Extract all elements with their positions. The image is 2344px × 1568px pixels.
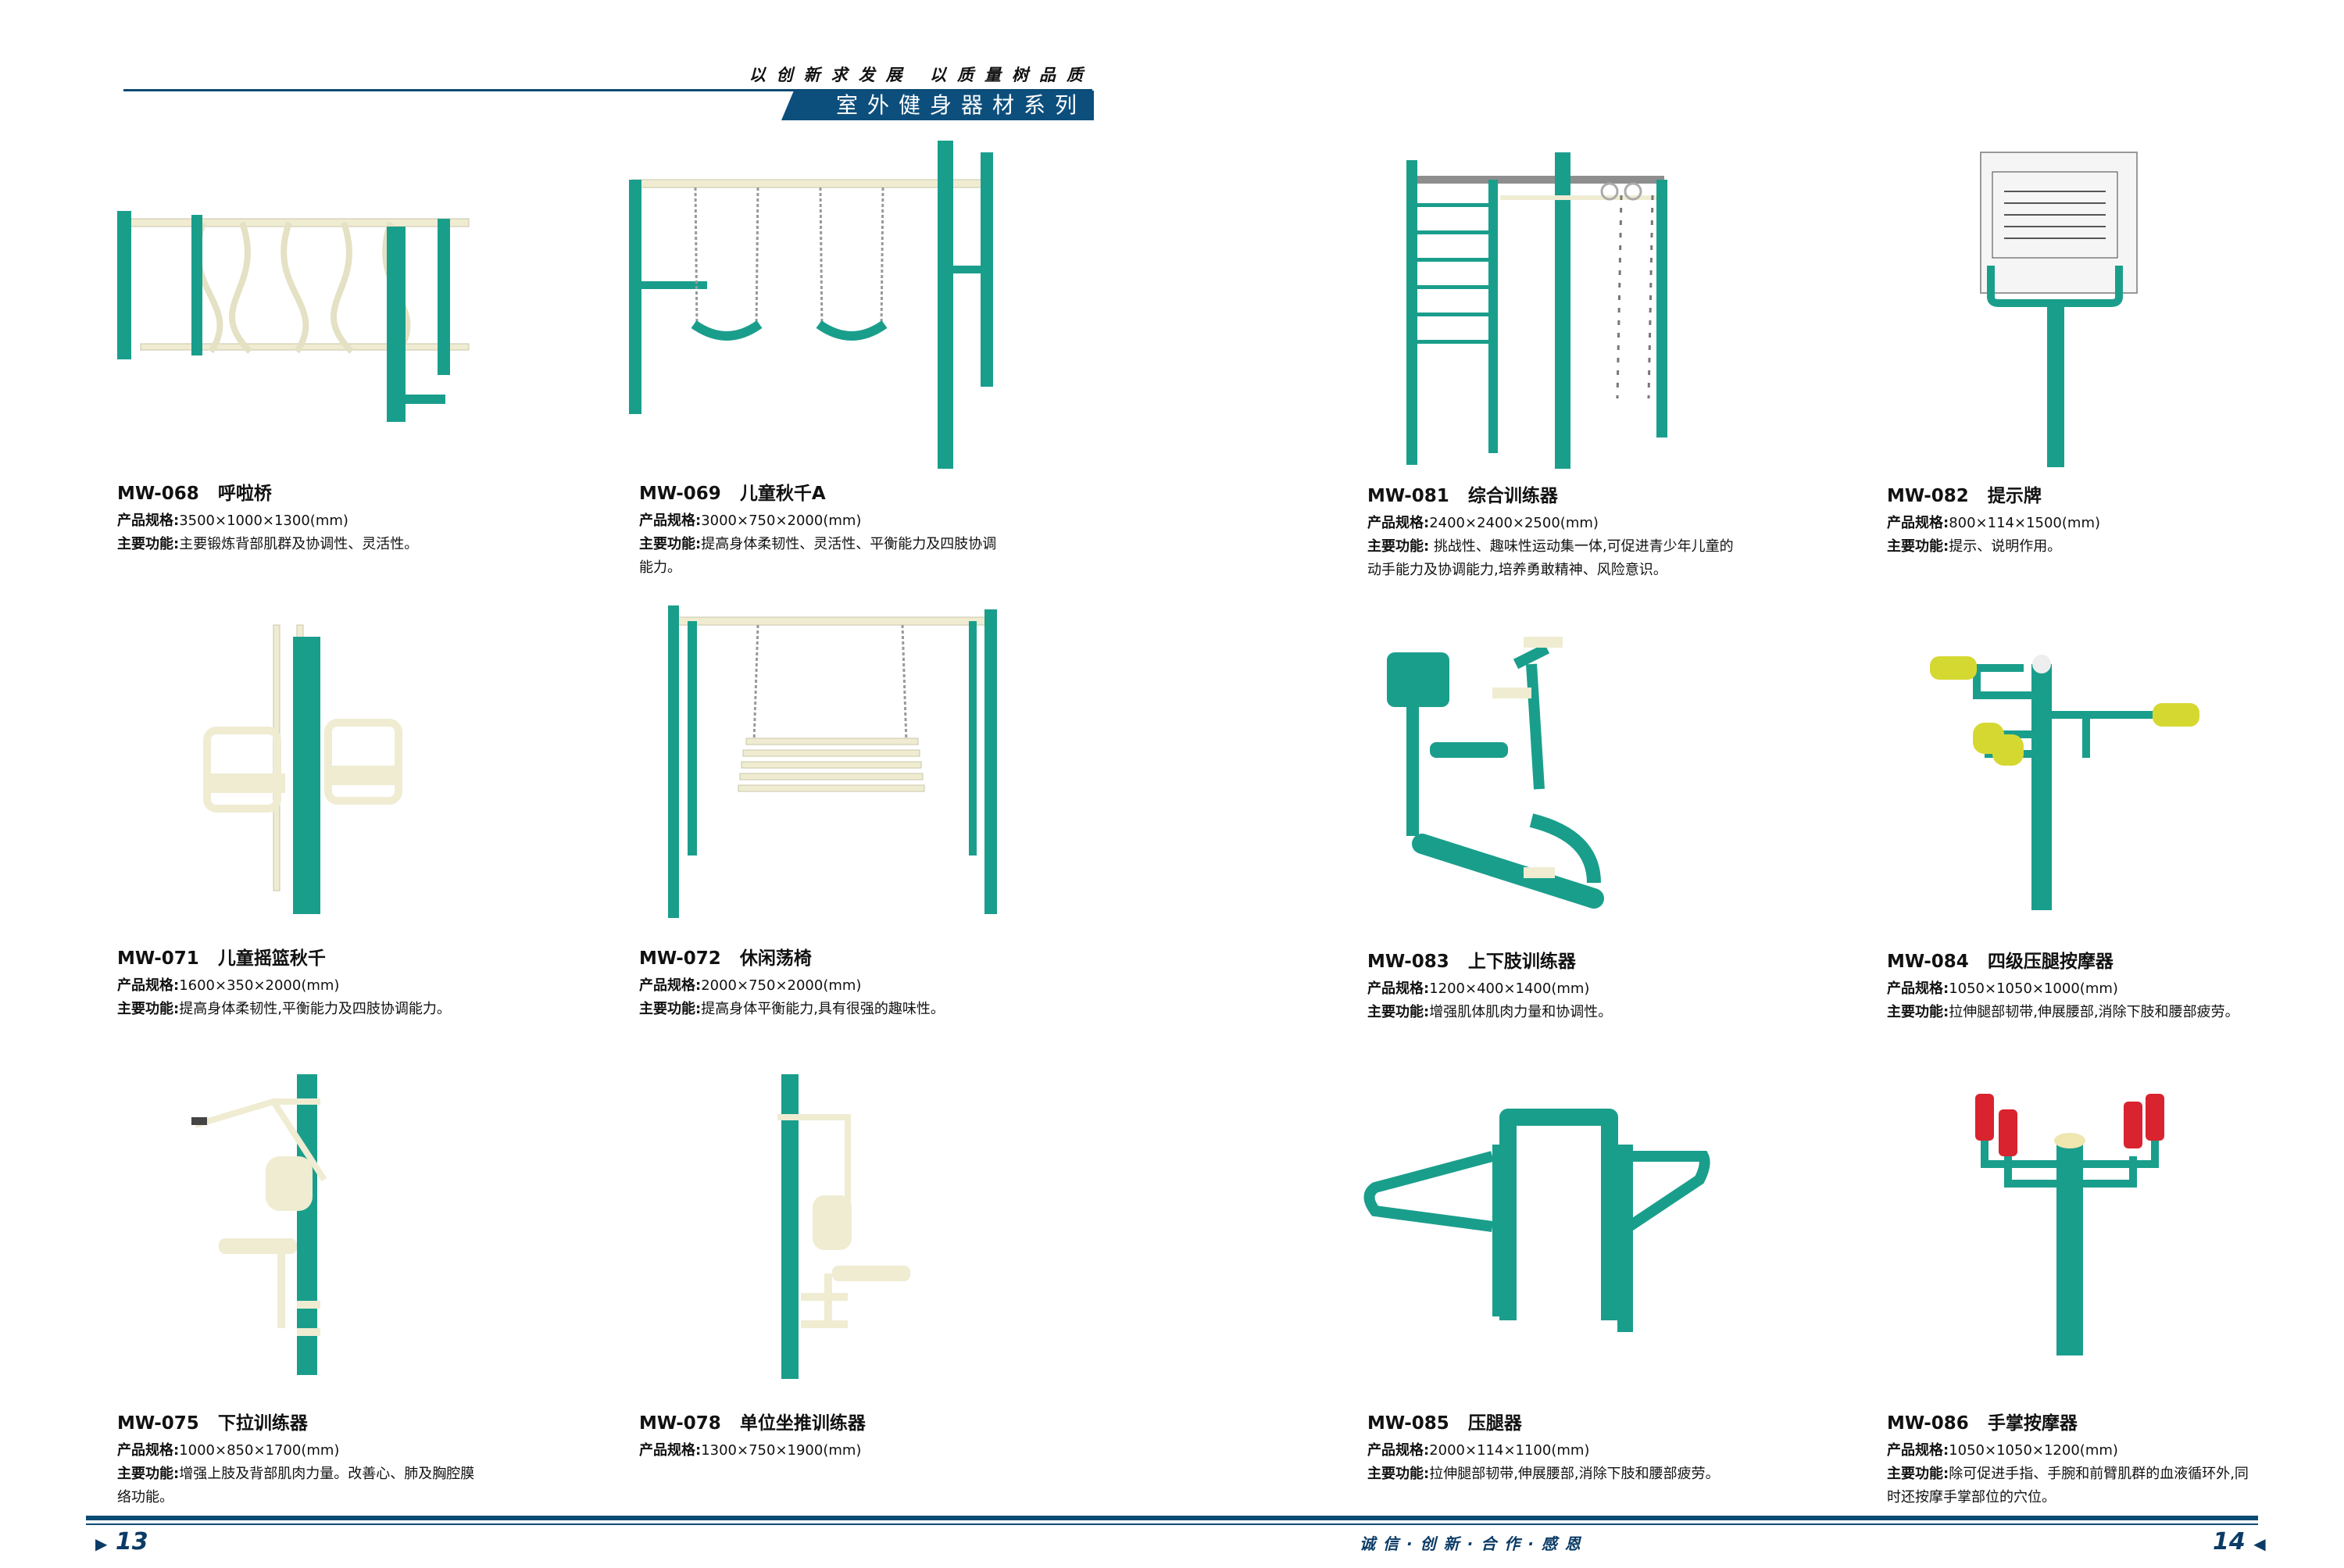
product-spec: 产品规格:2000×750×2000(mm) <box>639 977 862 994</box>
product-title: MW-081 综合训练器 <box>1367 486 1558 506</box>
product-spec: 产品规格:1000×850×1700(mm) <box>117 1442 340 1459</box>
arrow-left-icon: ◀ <box>2253 1534 2266 1553</box>
product-image-mw-078 <box>762 1070 926 1383</box>
header-slogan: 以创新求发展 以质量树品质 <box>749 66 1094 84</box>
product-func: 主要功能:提高身体柔韧性、灵活性、平衡能力及四肢协调能力。 <box>639 536 997 576</box>
product-image-mw-084 <box>1930 648 2203 914</box>
product-func: 主要功能:增强肌体肌肉力量和协调性。 <box>1367 1004 1613 1020</box>
product-func: 主要功能:提高身体柔韧性,平衡能力及四肢协调能力。 <box>117 1001 451 1017</box>
product-title: MW-084 四级压腿按摩器 <box>1887 952 2114 972</box>
product-func: 主要功能:提高身体平衡能力,具有很强的趣味性。 <box>639 1001 945 1017</box>
product-func: 主要功能:除可促进手指、手腕和前臂肌群的血液循环外,同时还按摩手掌部位的穴位。 <box>1887 1466 2249 1505</box>
product-spec: 产品规格:1300×750×1900(mm) <box>639 1442 862 1459</box>
product-func: 主要功能:拉伸腿部韧带,伸展腰部,消除下肢和腰部疲劳。 <box>1887 1004 2239 1020</box>
series-banner: 室外健身器材系列 <box>781 91 1094 120</box>
product-image-mw-071 <box>195 609 430 922</box>
product-title: MW-068 呼啦桥 <box>117 484 272 504</box>
product-func: 主要功能: 挑战性、趣味性运动集一体,可促进青少年儿童的动手能力及协调能力,培养… <box>1367 538 1734 578</box>
product-image-mw-082 <box>1969 148 2141 469</box>
product-func: 主要功能:主要锻炼背部肌群及协调性、灵活性。 <box>117 536 419 552</box>
product-title: MW-083 上下肢训练器 <box>1367 952 1576 972</box>
product-image-mw-068 <box>109 195 484 438</box>
product-image-mw-085 <box>1360 1102 1711 1336</box>
product-title: MW-072 休闲荡椅 <box>639 948 812 969</box>
product-func: 主要功能:增强上肢及背部肌肉力量。改善心、肺及胸腔膜络功能。 <box>117 1466 475 1505</box>
product-title: MW-085 压腿器 <box>1367 1413 1522 1434</box>
product-image-mw-081 <box>1399 148 1695 469</box>
product-title: MW-071 儿童摇篮秋千 <box>117 948 326 969</box>
product-spec: 产品规格:2400×2400×2500(mm) <box>1367 515 1599 531</box>
page-number-left: ▶ 13 <box>95 1528 148 1555</box>
product-spec: 产品规格:3000×750×2000(mm) <box>639 513 862 529</box>
product-func: 主要功能:拉伸腿部韧带,伸展腰部,消除下肢和腰部疲劳。 <box>1367 1466 1720 1482</box>
product-image-mw-086 <box>1961 1086 2180 1359</box>
footer-rule <box>86 1516 2258 1520</box>
product-image-mw-083 <box>1375 633 1633 914</box>
product-spec: 产品规格:1600×350×2000(mm) <box>117 977 340 994</box>
footer-rule-thin <box>86 1523 2258 1525</box>
product-title: MW-075 下拉训练器 <box>117 1413 308 1434</box>
footer-motto: 诚信·创新·合作·感恩 <box>1360 1534 1588 1553</box>
product-image-mw-072 <box>660 602 1004 922</box>
product-spec: 产品规格:3500×1000×1300(mm) <box>117 513 348 529</box>
product-title: MW-082 提示牌 <box>1887 486 2042 506</box>
header-rule <box>123 89 1092 91</box>
product-spec: 产品规格:2000×114×1100(mm) <box>1367 1442 1590 1459</box>
product-spec: 产品规格:800×114×1500(mm) <box>1887 515 2101 531</box>
page-number-right: 14 ◀ <box>2213 1528 2266 1555</box>
product-title: MW-078 单位坐推训练器 <box>639 1413 866 1434</box>
product-title: MW-069 儿童秋千A <box>639 484 826 504</box>
product-spec: 产品规格:1200×400×1400(mm) <box>1367 980 1590 997</box>
arrow-right-icon: ▶ <box>95 1534 108 1553</box>
product-title: MW-086 手掌按摩器 <box>1887 1413 2078 1434</box>
product-spec: 产品规格:1050×1050×1000(mm) <box>1887 980 2118 997</box>
product-image-mw-075 <box>188 1070 352 1383</box>
product-image-mw-069 <box>625 133 1031 469</box>
product-func: 主要功能:提示、说明作用。 <box>1887 538 2062 555</box>
product-spec: 产品规格:1050×1050×1200(mm) <box>1887 1442 2118 1459</box>
